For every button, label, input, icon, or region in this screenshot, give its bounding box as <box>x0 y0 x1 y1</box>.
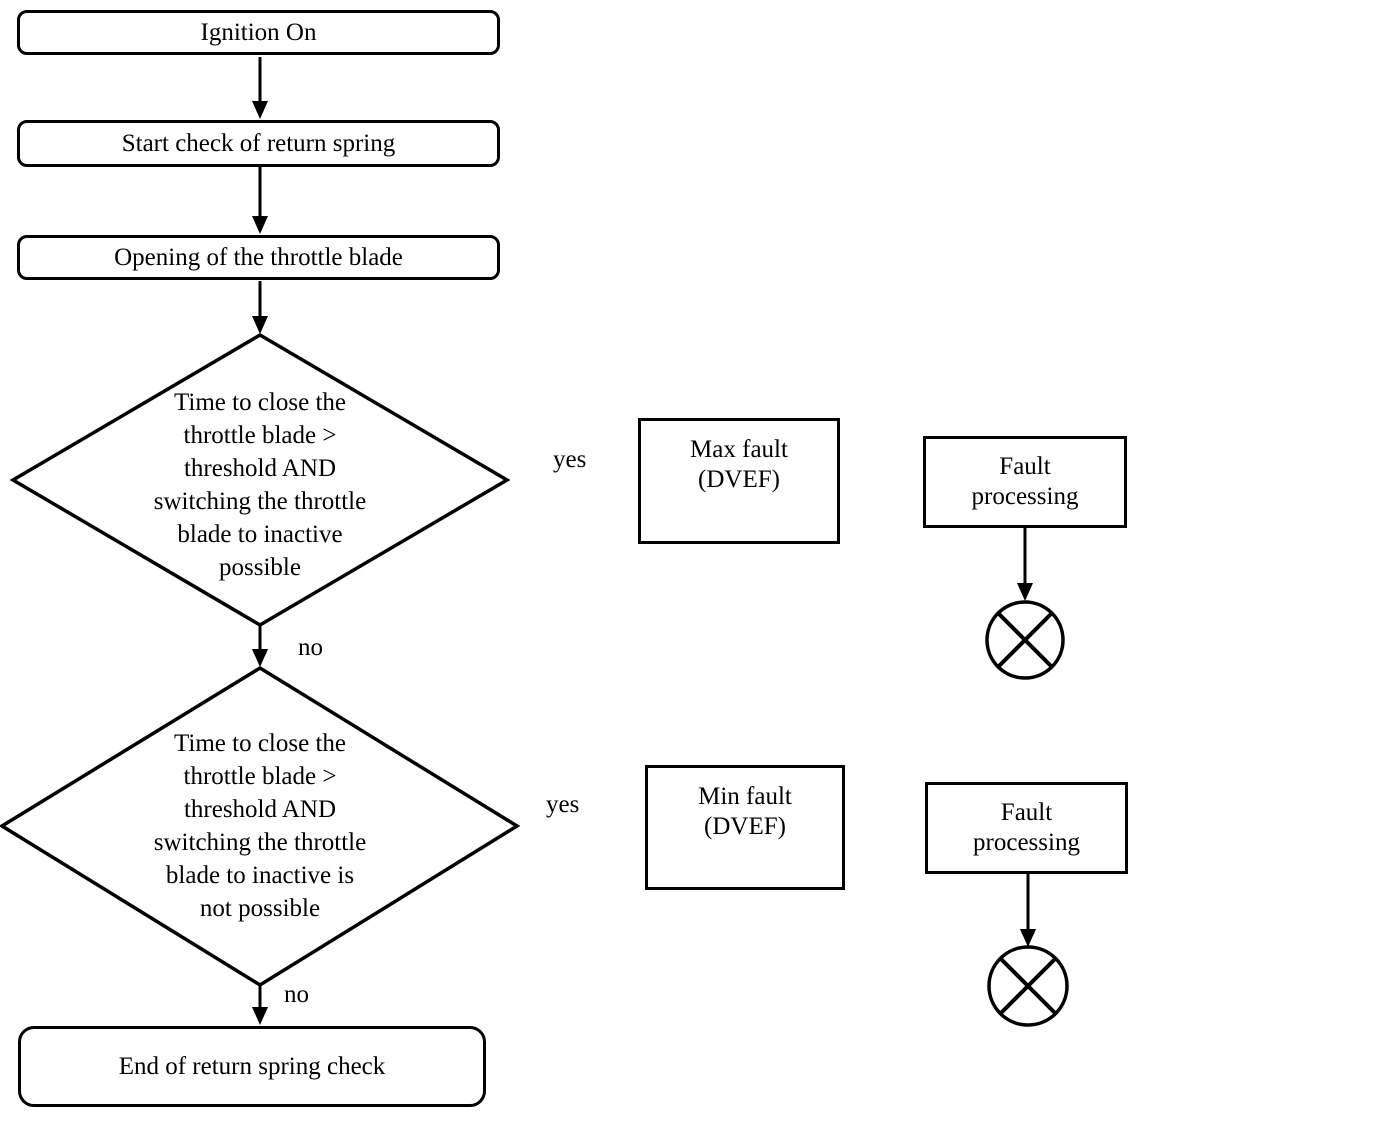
node-ignition-on-label: Ignition On <box>200 18 317 46</box>
node-fault-processing-1-line2: processing <box>971 483 1079 510</box>
node-fault-processing-2-line1: Fault <box>1000 799 1053 826</box>
edge-label-no-1: no <box>298 634 323 661</box>
edge-label-no-2: no <box>284 981 309 1008</box>
node-start-check: Start check of return spring <box>17 120 500 167</box>
node-min-fault-label-line2: (DVEF) <box>704 813 786 840</box>
node-fault-processing-2: Fault processing <box>925 782 1128 874</box>
node-opening-blade-label: Opening of the throttle blade <box>114 243 403 271</box>
node-max-fault-label-line2: (DVEF) <box>698 466 780 493</box>
node-max-fault: Max fault (DVEF) <box>638 418 840 544</box>
node-min-fault-label-line1: Min fault <box>698 783 792 810</box>
node-end-check: End of return spring check <box>18 1026 486 1107</box>
node-decision-2-label: Time to close the throttle blade > thres… <box>153 730 367 922</box>
decision-1-diamond <box>9 332 511 628</box>
circle-x-terminator-2-icon <box>987 945 1069 1027</box>
node-decision-1-label: Time to close the throttle blade > thres… <box>153 389 367 581</box>
node-fault-processing-1-line1: Fault <box>999 453 1051 480</box>
node-ignition-on: Ignition On <box>17 10 500 55</box>
node-start-check-label: Start check of return spring <box>121 129 396 157</box>
edge-label-yes-2: yes <box>546 791 580 818</box>
node-min-fault: Min fault (DVEF) <box>645 765 845 890</box>
circle-x-terminator-1-icon <box>985 600 1065 680</box>
node-fault-processing-2-line2: processing <box>973 829 1080 856</box>
decision-2-diamond <box>0 665 521 988</box>
node-opening-blade: Opening of the throttle blade <box>17 235 500 280</box>
node-end-check-label: End of return spring check <box>118 1052 386 1080</box>
node-max-fault-label-line1: Max fault <box>690 436 788 463</box>
edge-label-yes-1: yes <box>553 446 587 473</box>
node-fault-processing-1: Fault processing <box>923 436 1127 528</box>
